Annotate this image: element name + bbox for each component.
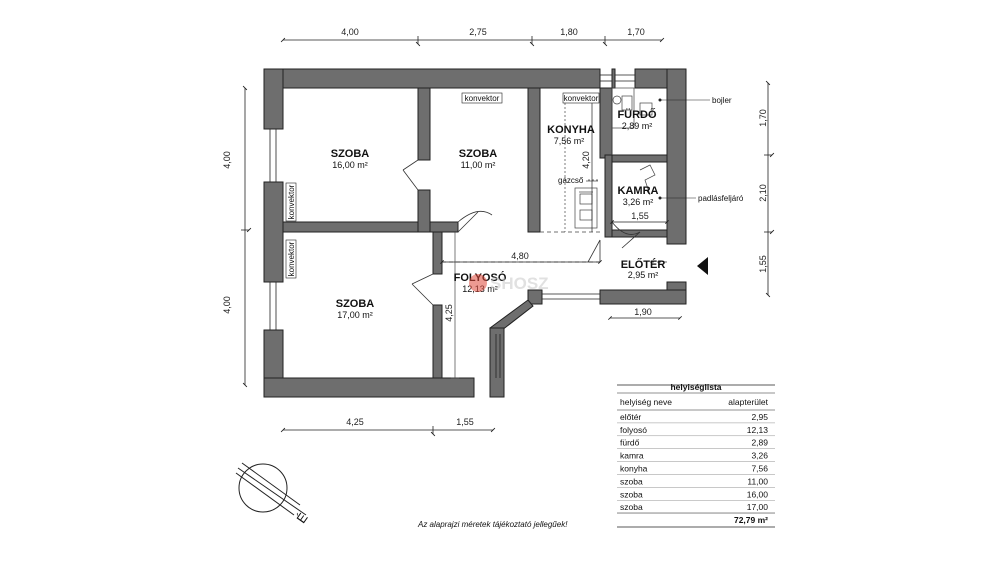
konvektor-label-2: konvektor — [562, 92, 600, 104]
dim-right-2: 2,10 — [758, 184, 768, 202]
room-szoba3-area: 17,00 m² — [337, 310, 373, 320]
room-szoba1-name: SZOBA — [331, 148, 370, 160]
konvektor-label-4: konvektor — [285, 239, 297, 279]
konvektor-label-1: konvektor — [461, 92, 503, 104]
svg-text:konvektor: konvektor — [287, 241, 296, 276]
left-dimension-line — [241, 85, 252, 388]
room-konyha-area: 7,56 m² — [554, 136, 585, 146]
room-kamra-area: 3,26 m² — [623, 197, 654, 207]
table-row-area: 11,00 — [747, 476, 768, 486]
footer-note: Az alaprajzi méretek tájékoztató jellegű… — [417, 520, 568, 529]
room-furdo-name: FÜRDŐ — [617, 108, 657, 121]
dim-bottom-1: 4,25 — [346, 417, 364, 427]
table-row-name: konyha — [620, 464, 648, 474]
table-row-name: szoba — [620, 476, 643, 486]
table-row-name: folyosó — [620, 425, 647, 435]
room-kamra-name: KAMRA — [618, 185, 659, 197]
room-eloter-name: ELŐTÉR — [621, 258, 666, 271]
table-row-name: szoba — [620, 502, 643, 512]
windows — [269, 74, 635, 378]
table-row-area: 7,56 — [751, 464, 768, 474]
konvektor-label-3: konvektor — [285, 182, 297, 222]
dim-left-1: 4,00 — [222, 151, 232, 169]
room-szoba2-area: 11,00 m² — [461, 160, 496, 170]
watermark-text: SHOSZ — [490, 274, 549, 293]
dim-right-1: 1,70 — [758, 109, 768, 127]
room-list-table: helyiséglista helyiség neve alapterület … — [617, 382, 775, 528]
dim-top-4: 1,70 — [627, 27, 645, 37]
svg-text:konvektor: konvektor — [287, 184, 296, 219]
dim-bottom-2: 1,55 — [456, 417, 474, 427]
dim-top-1: 4,00 — [341, 27, 359, 37]
right-dimension-line — [764, 80, 775, 298]
padlasfeljaro-label: padlásfeljáró — [698, 194, 744, 203]
room-szoba3-name: SZOBA — [336, 298, 375, 310]
bojler-label: bojler — [712, 96, 732, 105]
entrance-arrow-icon — [697, 257, 708, 275]
bottom-dimension-line — [280, 426, 496, 437]
exterior-walls — [263, 68, 687, 398]
table-row-area: 16,00 — [747, 489, 769, 499]
room-szoba1-area: 16,00 m² — [332, 160, 368, 170]
table-title: helyiséglista — [670, 382, 721, 392]
table-total: 72,79 m² — [734, 515, 768, 525]
table-row-name: szoba — [620, 489, 643, 499]
table-row-name: kamra — [620, 451, 644, 461]
dim-left-2: 4,00 — [222, 296, 232, 314]
dim-konyha-height: 4,20 — [581, 151, 591, 169]
room-furdo-area: 2,89 m² — [622, 121, 653, 131]
room-eloter-area: 2,95 m² — [628, 270, 659, 280]
table-row-area: 3,26 — [751, 451, 768, 461]
table-row-area: 12,13 — [747, 425, 769, 435]
gazcso-label: gázcső — [558, 176, 584, 185]
interior-walls — [282, 87, 668, 398]
dim-eloter-width: 1,90 — [634, 307, 652, 317]
doors — [402, 159, 641, 306]
top-dimension-line — [280, 36, 665, 47]
table-header-area: alapterület — [728, 397, 768, 407]
watermark: SHOSZ — [469, 274, 549, 293]
dim-top-2: 2,75 — [469, 27, 487, 37]
dim-folyoso-height: 4,25 — [444, 304, 454, 322]
svg-text:konvektor: konvektor — [465, 94, 500, 103]
dim-right-3: 1,55 — [758, 255, 768, 273]
table-row-area: 2,95 — [751, 412, 768, 422]
inner-dimension-lines — [440, 100, 682, 320]
table-row-area: 17,00 — [747, 502, 769, 512]
table-row-name: fürdő — [620, 438, 640, 448]
room-konyha-name: KONYHA — [547, 124, 595, 136]
table-row-area: 2,89 — [751, 438, 768, 448]
room-szoba2-name: SZOBA — [459, 148, 498, 160]
table-row-name: előtér — [620, 412, 641, 422]
table-rows: előtér 2,95 folyosó 12,13 fürdő 2,89 kamra 3,26… — [617, 412, 775, 514]
svg-text:konvektor: konvektor — [564, 94, 599, 103]
compass-icon — [235, 462, 307, 516]
dim-top-3: 1,80 — [560, 27, 578, 37]
table-header-name: helyiség neve — [620, 397, 672, 407]
dim-kamra-width: 1,55 — [631, 211, 649, 221]
dim-inner-width: 4,80 — [511, 251, 529, 261]
